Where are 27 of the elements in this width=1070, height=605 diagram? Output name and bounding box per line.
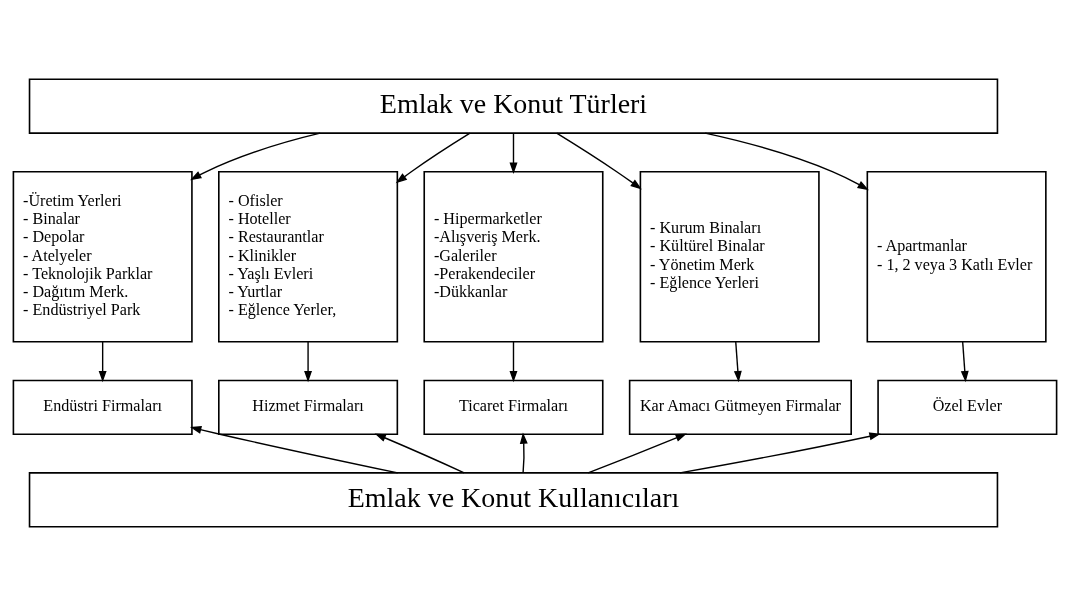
node-box: Hizmet Firmaları	[218, 379, 399, 435]
arrow	[704, 131, 869, 190]
node-box: Kar Amacı Gütmeyen Firmalar	[628, 379, 852, 435]
node-box: - Apartmanlar - 1, 2 veya 3 Katlı Evler	[866, 170, 1047, 343]
arrow	[509, 340, 518, 382]
node-box: Ticaret Firmaları	[423, 379, 604, 435]
node-box: Endüstri Firmaları	[12, 379, 193, 435]
arrow	[190, 131, 321, 180]
arrow	[555, 132, 642, 189]
arrow	[304, 340, 313, 382]
arrow	[395, 131, 471, 183]
arrow	[189, 425, 399, 474]
node-box: - Hipermarketler -Alışveriş Merk. -Galeriler -Perakendeciler -Dükkanlar	[423, 170, 604, 343]
arrow	[374, 432, 465, 474]
arrow	[733, 340, 742, 382]
arrow	[587, 432, 687, 474]
node-box: - Ofisler - Hoteller - Restaurantlar - Klinikler - Yaşlı Evleri - Yurtlar - Eğlence Yerler,	[218, 170, 399, 343]
arrow	[509, 131, 518, 174]
node-box: - Kurum Binaları - Kültürel Binalar - Yönetim Merk - Eğlence Yerleri	[639, 170, 820, 343]
arrow	[519, 431, 528, 473]
node-box: Emlak ve Konut Kullanıcıları	[28, 471, 999, 527]
node-box: Özel Evler	[877, 379, 1058, 435]
node-box: -Üretim Yerleri - Binalar - Depolar - Atelyeler - Teknolojik Parklar - Dağıtım Merk. - Endüstriyel Park	[12, 170, 193, 343]
arrow	[679, 431, 881, 474]
node-box: Emlak ve Konut Türleri	[28, 78, 999, 134]
arrow	[960, 340, 969, 382]
arrow	[98, 340, 107, 382]
